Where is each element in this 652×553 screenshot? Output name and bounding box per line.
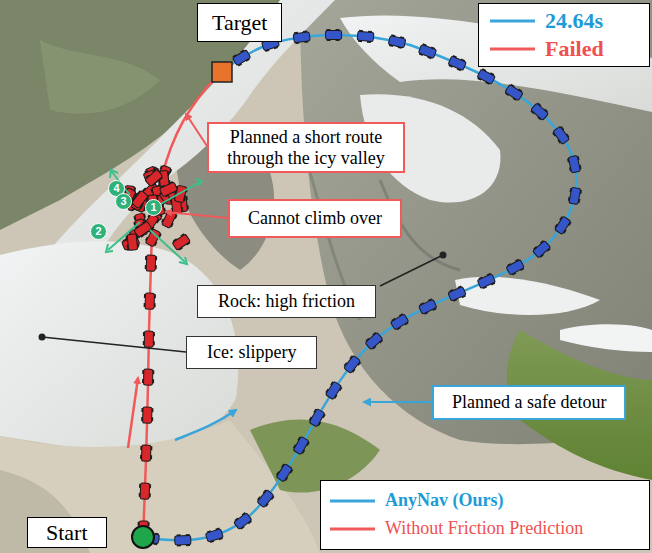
box-text: Rock: high friction: [218, 291, 355, 312]
robot-icon: [357, 30, 374, 44]
legend-text: AnyNav (Ours): [385, 490, 504, 511]
target-label: Target: [197, 3, 282, 42]
robot-icon: [141, 407, 153, 423]
robot-icon: [233, 512, 253, 531]
robot-icon: [530, 102, 550, 122]
robot-icon: [126, 234, 140, 251]
robot-icon: [144, 168, 164, 188]
robot-icon: [532, 239, 552, 259]
robot-icon: [175, 534, 191, 546]
box-text: Planned a safe detour: [452, 392, 606, 413]
box-text: Target: [212, 10, 267, 35]
callout-box: Cannot climb over: [228, 199, 402, 238]
robot-icon: [171, 233, 191, 252]
robot-icon: [256, 489, 275, 509]
robot-icon: [418, 298, 438, 316]
robot-icon: [553, 215, 572, 235]
robot-icon: [325, 29, 341, 41]
callout-box: Planned a short route through the icy va…: [207, 122, 405, 173]
start-label: Start: [27, 517, 107, 548]
robot-icon: [145, 255, 158, 271]
legend-text: Without Friction Prediction: [385, 518, 583, 539]
robot-icon: [144, 293, 156, 309]
robot-icon: [476, 68, 496, 86]
legend-text: Failed: [545, 36, 604, 61]
legend-text: 24.64s: [545, 8, 603, 33]
robot-icon: [505, 258, 525, 276]
robot-icon: [447, 285, 466, 302]
robot-icon: [342, 354, 361, 374]
box-text: Planned a short route through the icy va…: [215, 127, 397, 168]
robot-icon: [324, 380, 343, 400]
robot-icon: [143, 331, 155, 347]
box-text: Cannot climb over: [248, 208, 382, 229]
robot-icon: [567, 155, 582, 173]
robot-icon: [205, 527, 224, 543]
callout-number: 1: [145, 199, 162, 216]
robot-icon: [293, 30, 311, 44]
robot-icon: [567, 187, 582, 205]
robot-icon: [552, 125, 571, 145]
robot-icon: [477, 272, 497, 289]
robot-icon: [142, 369, 154, 385]
robot-icon: [139, 483, 152, 499]
robot-icon: [308, 408, 326, 428]
robot-icon: [418, 43, 437, 60]
callout-number: 2: [90, 223, 107, 240]
robot-icon: [275, 463, 294, 483]
box-text: Ice: slippery: [207, 342, 296, 363]
robot-icon: [448, 55, 467, 72]
robot-icon: [504, 83, 524, 102]
robot-icon: [390, 313, 410, 332]
robot-icon: [232, 48, 252, 67]
robot-icon: [364, 331, 384, 351]
callout-box: Ice: slippery: [186, 336, 317, 369]
robot-icon: [388, 34, 406, 49]
callout-box: Rock: high friction: [197, 285, 376, 318]
callout-box: Planned a safe detour: [432, 385, 626, 420]
box-text: Start: [46, 520, 88, 545]
callout-number: 3: [115, 193, 132, 210]
robot-icon: [292, 436, 310, 456]
robot-icon: [140, 445, 152, 461]
